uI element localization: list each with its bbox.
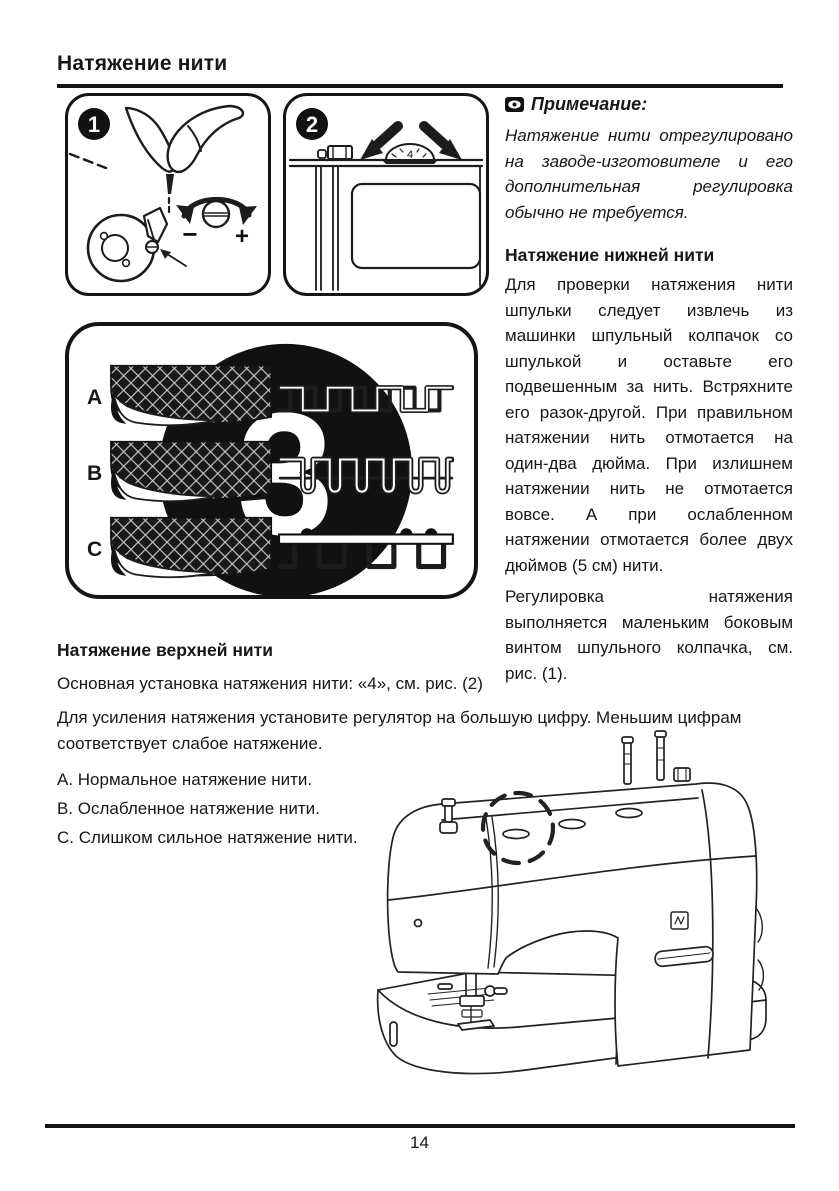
right-column: Примечание: Натяжение нити отрегулирован… xyxy=(505,94,793,692)
figure-2-tension-dial: 2 4 xyxy=(283,93,489,296)
upper-thread-paragraph-2: Для усиления натяжения установите регуля… xyxy=(57,708,742,753)
list-item-a: A. Нормальное натяжение нити. xyxy=(57,770,313,789)
turn-arrows xyxy=(360,121,462,160)
dial-value: 4 xyxy=(407,149,413,161)
stitch-row-b: B xyxy=(87,436,454,512)
minus-label: − xyxy=(182,219,197,249)
hand-finger xyxy=(124,106,175,173)
sewing-machine-illustration xyxy=(376,730,767,1075)
footer-rule xyxy=(45,1124,795,1128)
figure-3-stitch-balance: 3 A xyxy=(65,322,478,599)
bobbin-winder xyxy=(317,145,353,160)
upper-thread-section: Натяжение верхней нити Основная установк… xyxy=(57,640,789,852)
stitch-row-a: A xyxy=(87,360,454,436)
bobbin-case-illustration: 1 xyxy=(68,104,257,283)
fabric-swatch-c xyxy=(110,516,273,579)
upper-thread-heading: Натяжение верхней нити xyxy=(57,640,274,660)
row-a-label: A xyxy=(87,386,103,409)
page-title: Натяжение нити xyxy=(57,52,228,75)
eye-note-icon xyxy=(505,97,524,112)
tension-dial-illustration: 2 4 xyxy=(288,108,484,291)
rotation-arrow xyxy=(176,196,257,229)
list-item-c: C. Слишком сильное натяжение нити. xyxy=(57,828,358,847)
fabric-swatch-a xyxy=(110,364,273,427)
title-rule xyxy=(57,84,783,88)
figure-1-bobbin-tension: 1 xyxy=(65,93,271,296)
machine-front-panel xyxy=(350,182,482,270)
stitch-diagram-tight xyxy=(278,528,454,570)
plus-label: + xyxy=(235,223,249,250)
upper-thread-paragraph-1: Основная установка натяжения нити: «4», … xyxy=(57,674,483,693)
list-item-b: B. Ослабленное натяжение нити. xyxy=(57,799,320,818)
lower-thread-heading: Натяжение нижней нити xyxy=(505,245,715,265)
figure-1-number: 1 xyxy=(88,112,100,137)
note-label: Примечание: xyxy=(531,94,648,114)
fabric-swatch-b xyxy=(110,440,273,503)
bobbin-case xyxy=(86,206,169,283)
page-number: 14 xyxy=(410,1133,429,1152)
tension-dial-highlight-circle xyxy=(480,790,556,866)
note-header: Примечание: xyxy=(505,94,793,115)
stitch-row-c: C xyxy=(87,512,454,588)
stitch-diagram-normal xyxy=(278,385,454,414)
lower-thread-paragraph-2: Регулировка натяжения выполняется малень… xyxy=(505,587,793,683)
stitch-diagram-loose xyxy=(278,456,454,495)
row-b-label: B xyxy=(87,462,103,485)
note-body: Натяжение нити отрегулировано на заводе-… xyxy=(505,126,793,222)
lower-thread-paragraph-1: Для проверки натяжения нити шпульки след… xyxy=(505,275,793,575)
row-c-label: C xyxy=(87,538,103,561)
tension-dial: 4 xyxy=(382,143,438,164)
hand-thumb xyxy=(166,104,245,174)
screw-head-icon xyxy=(201,199,231,229)
figure-2-number: 2 xyxy=(306,112,318,137)
screwdriver-tip xyxy=(166,174,174,194)
